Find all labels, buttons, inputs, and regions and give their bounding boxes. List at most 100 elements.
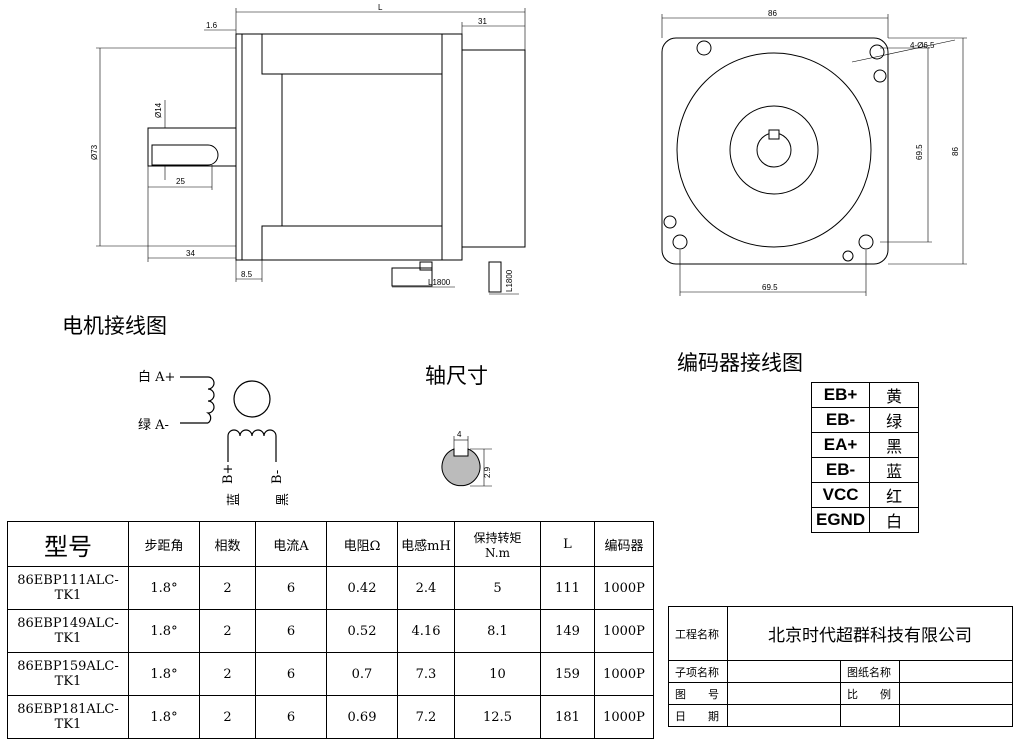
date-label: 日 期 (668, 704, 728, 727)
encoder-signal: EB- (810, 407, 871, 433)
body-upper-band (261, 33, 443, 75)
cell-torque: 5 (454, 566, 541, 610)
encoder-wiring-title: 编码器接线图 (677, 351, 803, 375)
encoder-signal: EGND (810, 507, 871, 533)
wire-b-plus: B+ (221, 464, 236, 484)
coil-b (227, 429, 277, 437)
cell-current: 6 (255, 652, 327, 696)
mount-hole-tl (696, 40, 712, 56)
front-flange (661, 37, 889, 265)
cell-inductance: 2.4 (397, 566, 455, 610)
cell-current: 6 (255, 695, 327, 739)
encoder-wire-color: 绿 (869, 407, 920, 433)
mount-hole-tr (869, 44, 885, 60)
cell-model: 86EBP181ALC-TK1 (7, 695, 129, 739)
wire-a-plus: 白 A+ (138, 369, 175, 385)
cell-phases: 2 (199, 566, 256, 610)
cell-model: 86EBP159ALC-TK1 (7, 652, 129, 696)
scale-value (899, 682, 1013, 705)
mount-hole-br (858, 234, 874, 250)
cell-encoder: 1000P (594, 609, 654, 653)
subitem-label: 子项名称 (668, 660, 728, 683)
cell-inductance: 4.16 (397, 609, 455, 653)
rotor-symbol (233, 380, 271, 418)
encoder-wire-color: 红 (869, 482, 920, 508)
side-view (96, 8, 526, 295)
spec-header-row: 型号 步距角 相数 电流A 电阻Ω 电感mH 保持转矩 N.m L 编码器 (7, 521, 654, 567)
encoder-row: EA+黑 (810, 432, 920, 458)
cell-step-angle: 1.8° (128, 566, 200, 610)
encoder-wire-color: 白 (869, 507, 920, 533)
encoder-signal: EA+ (810, 432, 871, 458)
header-holding-torque: 保持转矩 N.m (454, 521, 541, 567)
shaft-section (441, 436, 492, 487)
front-pilot-circle (676, 52, 872, 248)
wire-b-plus-color: 蓝 (227, 493, 242, 506)
motor-cable (391, 267, 433, 287)
cell-step-angle: 1.8° (128, 652, 200, 696)
cell-length: 181 (540, 695, 595, 739)
cell-resistance: 0.52 (326, 609, 398, 653)
cell-torque: 12.5 (454, 695, 541, 739)
cell-encoder: 1000P (594, 695, 654, 739)
cell-encoder: 1000P (594, 652, 654, 696)
cell-resistance: 0.69 (326, 695, 398, 739)
cell-step-angle: 1.8° (128, 695, 200, 739)
dim-69-5-h: 69.5 (762, 283, 778, 292)
blank-cell (899, 704, 1013, 727)
spec-table: 型号 步距角 相数 电流A 电阻Ω 电感mH 保持转矩 N.m L 编码器 86… (7, 521, 654, 739)
front-boss (729, 105, 819, 195)
encoder-wire-color: 黄 (869, 382, 920, 408)
shaft-size-title: 轴尺寸 (425, 364, 488, 388)
cell-length: 149 (540, 609, 595, 653)
header-encoder: 编码器 (594, 521, 654, 567)
cell-phases: 2 (199, 609, 256, 653)
cell-inductance: 7.3 (397, 652, 455, 696)
header-phases: 相数 (199, 521, 256, 567)
company-name: 北京时代超群科技有限公司 (727, 606, 1013, 661)
shaft-dim-w: 4 (457, 430, 462, 439)
wire-b-minus-color: 黑 (276, 493, 291, 506)
dim-86-side: 86 (951, 147, 960, 156)
cell-model: 86EBP111ALC-TK1 (7, 566, 129, 610)
encoder-wire-color: 黑 (869, 432, 920, 458)
encoder-signal: VCC (810, 482, 871, 508)
dim-25: 25 (176, 177, 185, 186)
encoder-signal: EB+ (810, 382, 871, 408)
project-label: 工程名称 (668, 606, 728, 661)
title-block: 工程名称 北京时代超群科技有限公司 子项名称 图纸名称 图 号 比 例 日 期 (668, 606, 1013, 727)
cell-step-angle: 1.8° (128, 609, 200, 653)
dim-d14: Ø14 (154, 102, 163, 118)
dim-hole: 4-Ø6.5 (910, 41, 935, 50)
header-length: L (540, 521, 595, 567)
cell-encoder: 1000P (594, 566, 654, 610)
shaft (147, 127, 237, 167)
cell-model: 86EBP149ALC-TK1 (7, 609, 129, 653)
header-step-angle: 步距角 (128, 521, 200, 567)
dim-86-top: 86 (768, 9, 777, 18)
front-view (661, 14, 967, 296)
dim-34: 34 (186, 249, 195, 258)
drawing-no-value (727, 682, 841, 705)
dim-d73: Ø73 (90, 144, 99, 160)
shaft-section-hatch (441, 448, 481, 487)
cell-phases: 2 (199, 695, 256, 739)
drawing-name-value (899, 660, 1013, 683)
header-resistance: 电阻Ω (326, 521, 398, 567)
header-current: 电流A (255, 521, 327, 567)
subitem-value (727, 660, 841, 683)
blank-cell (840, 704, 900, 727)
shaft-key (151, 144, 219, 166)
dim-1-6: 1.6 (206, 21, 218, 30)
cell-torque: 10 (454, 652, 541, 696)
cell-resistance: 0.42 (326, 566, 398, 610)
scale-label: 比 例 (840, 682, 900, 705)
shaft-dim-h: 2.9 (483, 466, 492, 478)
